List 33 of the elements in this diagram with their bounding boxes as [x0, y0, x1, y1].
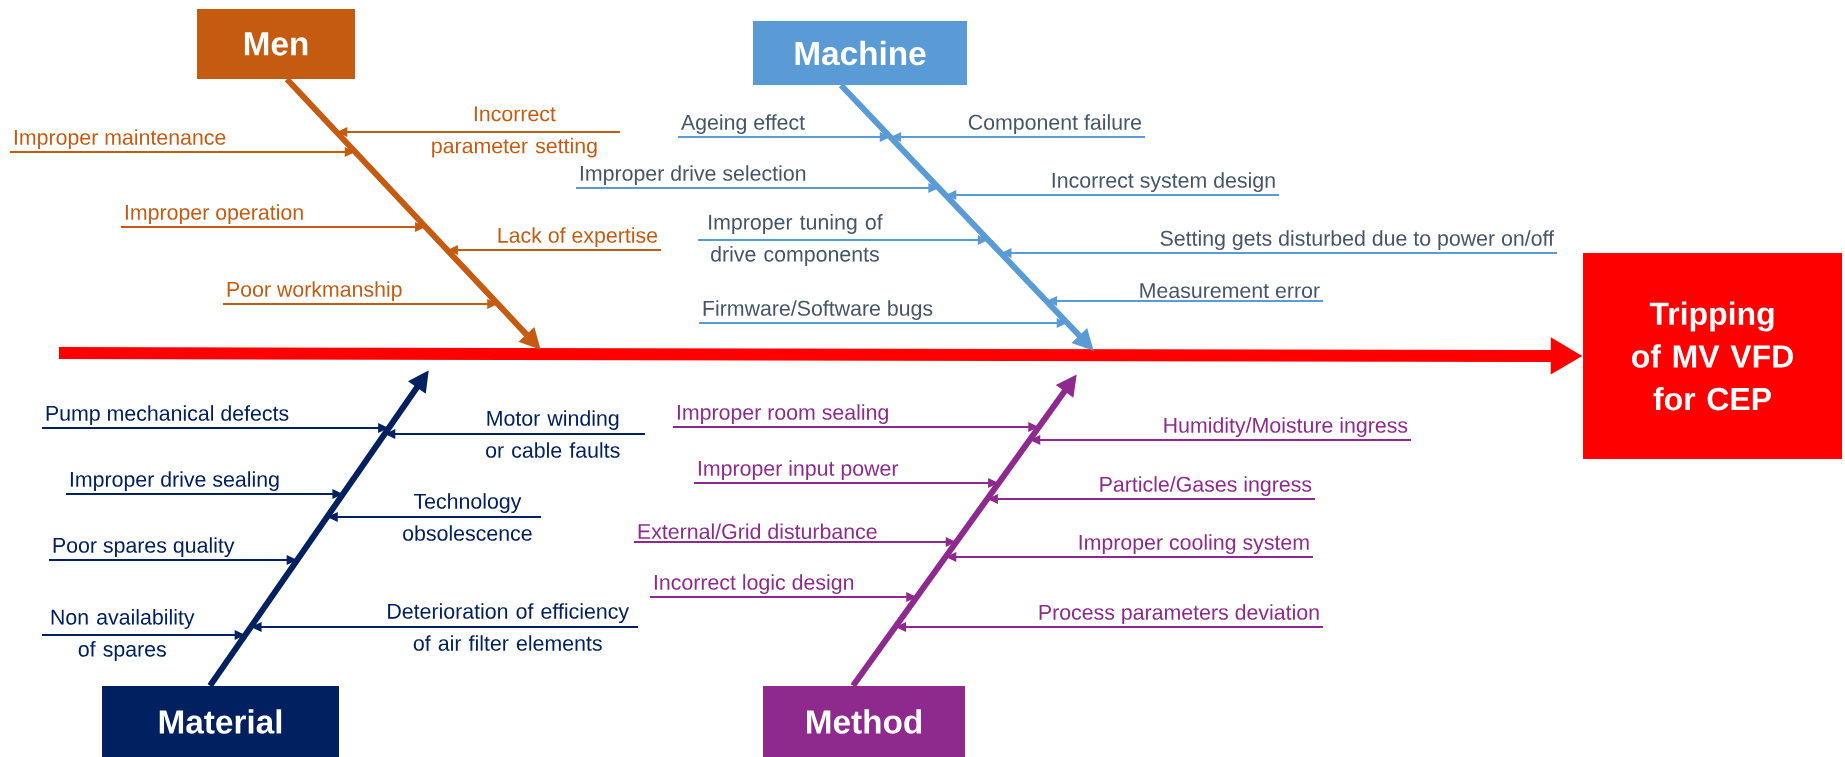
cause-label: Improper input power — [698, 460, 899, 481]
cause-label: Pump mechanical defects — [46, 405, 289, 426]
cause-label: Firmware/Software bugs — [703, 300, 933, 321]
cause-label: Improper tuning of drive components — [709, 214, 883, 266]
cause-label: Improper drive selection — [580, 165, 806, 186]
cause-label: Improper maintenance — [14, 129, 226, 150]
cause-label: Lack of expertise — [498, 227, 658, 248]
category-box: Machine — [753, 21, 967, 85]
cause-label: Ageing effect — [681, 114, 805, 135]
cause-label: Non availability of spares — [51, 609, 195, 661]
category-box: Material — [102, 686, 339, 757]
cause-label: Component failure — [968, 114, 1142, 135]
cause-label: Improper room sealing — [677, 404, 888, 425]
cause-label: Incorrect parameter setting — [432, 106, 597, 158]
cause-label: Incorrect system design — [1052, 172, 1275, 193]
cause-label: Incorrect logic design — [654, 574, 854, 595]
cause-label: Improper cooling system — [1079, 534, 1309, 555]
cause-label: Motor winding or cable faults — [486, 410, 620, 458]
cause-label: Humidity/Moisture ingress — [1164, 417, 1408, 438]
cause-label: Measurement error — [1140, 283, 1320, 299]
cause-label: External/Grid disturbance — [638, 523, 877, 540]
cause-label: Deterioration of efficiency of air filter elements — [388, 603, 629, 651]
cause-label: Setting gets disturbed due to power on/off — [1160, 230, 1555, 251]
category-box: Men — [197, 9, 355, 79]
effect-box: Tripping of MV VFD for CEP — [1583, 253, 1843, 459]
category-box: Method — [763, 686, 965, 757]
cause-label: Poor workmanship — [227, 281, 402, 302]
cause-label: Improper operation — [125, 204, 303, 225]
cause-label: Process parameters deviation — [1039, 604, 1319, 625]
cause-label: Particle/Gases ingress — [1100, 476, 1312, 497]
cause-label: Improper drive sealing — [70, 471, 279, 492]
cause-label: Poor spares quality — [53, 537, 235, 558]
cause-label: Technology obsolescence — [403, 493, 532, 541]
